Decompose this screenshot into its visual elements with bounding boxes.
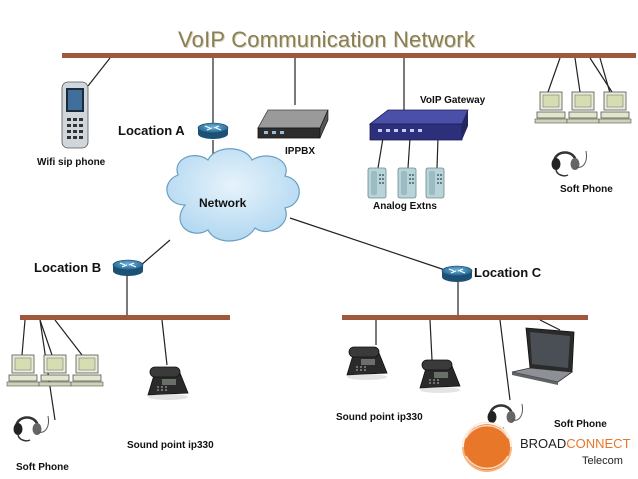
router-location-a-icon	[197, 122, 229, 140]
label-sound-point-right: Sound point ip330	[336, 412, 423, 423]
desk-phone-icon	[419, 359, 461, 394]
desk-phone-icon	[346, 346, 388, 381]
label-network: Network	[199, 196, 247, 210]
label-analog-extns: Analog Extns	[373, 201, 437, 212]
label-location-c: Location C	[474, 265, 542, 280]
label-soft-phone-left: Soft Phone	[16, 462, 69, 473]
label-soft-phone-right: Soft Phone	[554, 419, 607, 430]
bus-location-b	[20, 315, 230, 320]
label-ippbx: IPPBX	[285, 146, 316, 157]
computer-icon	[6, 354, 40, 387]
computer-icon	[598, 91, 632, 124]
desk-phone-icon	[147, 366, 189, 401]
diagram-title: VoIP Communication Network	[178, 27, 476, 52]
analog-phone-icon	[425, 167, 445, 199]
headset-icon	[12, 414, 50, 442]
top-bus	[62, 53, 636, 58]
label-location-a: Location A	[118, 123, 185, 138]
label-sound-point-left: Sound point ip330	[127, 440, 214, 451]
laptop-icon	[511, 327, 575, 385]
label-voip-gateway: VoIP Gateway	[420, 95, 486, 106]
label-wifi-sip-phone: Wifi sip phone	[37, 157, 106, 168]
ippbx-server-icon	[257, 109, 329, 139]
router-location-b-icon	[112, 259, 144, 277]
brand-name: BROADCONNECT	[520, 436, 631, 451]
computer-icon	[534, 91, 568, 124]
brand-part2: CONNECT	[566, 436, 631, 451]
brand-part1: BROAD	[520, 436, 567, 451]
label-location-b: Location B	[34, 260, 102, 275]
computer-icon	[566, 91, 600, 124]
label-soft-phone-top: Soft Phone	[560, 184, 613, 195]
network-cloud	[166, 148, 300, 242]
analog-phone-icon	[397, 167, 417, 199]
voip-gateway-icon	[368, 109, 469, 141]
wifi-phone-icon	[61, 81, 89, 149]
connection-lines	[21, 57, 613, 421]
headset-icon	[550, 149, 588, 177]
router-location-c-icon	[441, 265, 473, 283]
brand-subtitle: Telecom	[582, 455, 623, 467]
computer-icon	[70, 354, 104, 387]
broadconnect-logo-icon	[462, 422, 512, 472]
analog-phone-icon	[367, 167, 387, 199]
computer-icon	[38, 354, 72, 387]
bus-location-c	[342, 315, 588, 320]
